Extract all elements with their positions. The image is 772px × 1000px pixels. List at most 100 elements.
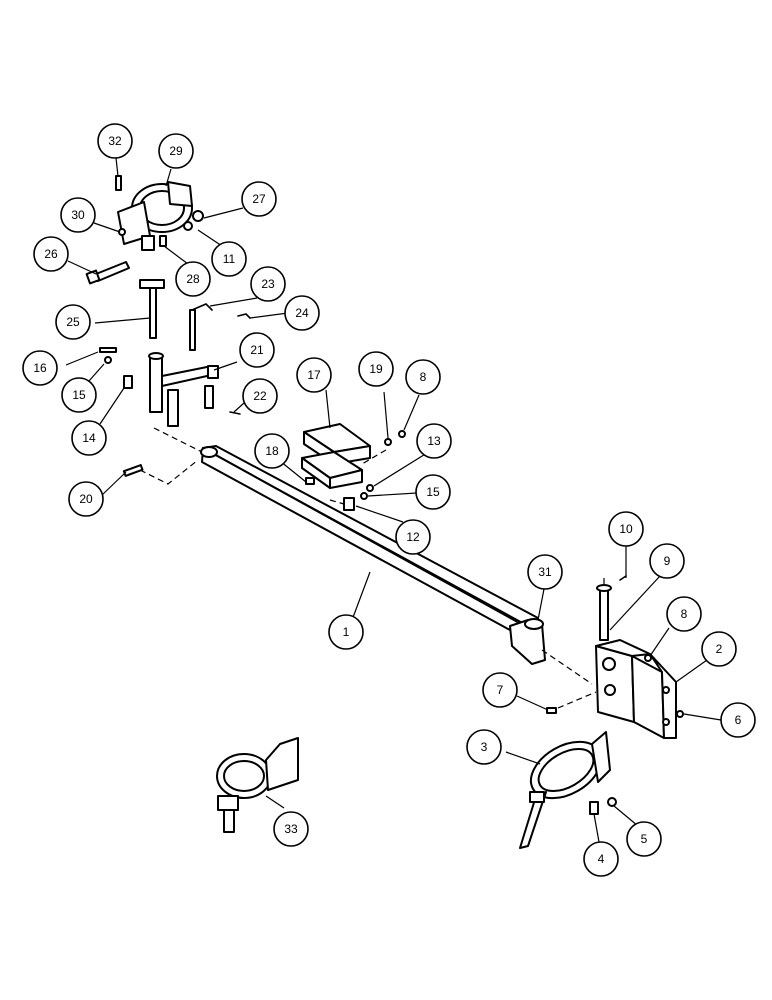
callout-30: 30 bbox=[60, 197, 96, 233]
callout-14: 14 bbox=[71, 420, 107, 456]
callout-26: 26 bbox=[33, 236, 69, 272]
callout-16: 16 bbox=[22, 350, 58, 386]
hardware-nut-27 bbox=[192, 210, 204, 222]
hardware-pin-10 bbox=[619, 575, 627, 581]
callout-22-number: 22 bbox=[253, 389, 267, 403]
callout-31-number: 31 bbox=[538, 565, 552, 579]
hardware-washer-15a bbox=[104, 356, 112, 364]
callout-32-number: 32 bbox=[108, 134, 122, 148]
lever-clamp bbox=[519, 731, 611, 849]
callout-33-number: 33 bbox=[284, 822, 298, 836]
assembly-lines bbox=[139, 427, 605, 709]
callout-10: 10 bbox=[608, 511, 644, 547]
tee-bracket bbox=[148, 352, 219, 427]
callout-31: 31 bbox=[527, 554, 563, 590]
hardware-bolt-4 bbox=[589, 801, 599, 815]
callout-5: 5 bbox=[626, 821, 662, 857]
hardware-tpin-25 bbox=[139, 279, 165, 339]
mounting-bracket bbox=[595, 639, 677, 739]
clamp-assembly bbox=[216, 737, 299, 833]
callout-25: 25 bbox=[55, 304, 91, 340]
callout-5-number: 5 bbox=[641, 832, 648, 846]
callout-19: 19 bbox=[358, 351, 394, 387]
callout-16-number: 16 bbox=[33, 361, 47, 375]
callout-2: 2 bbox=[701, 631, 737, 667]
callout-11: 11 bbox=[211, 241, 247, 277]
callout-26-number: 26 bbox=[44, 247, 58, 261]
callout-12: 12 bbox=[395, 519, 431, 555]
hardware-pin-16 bbox=[99, 347, 117, 353]
callout-15b: 15 bbox=[415, 474, 451, 510]
hardware-washer-5 bbox=[607, 797, 617, 807]
callout-23-number: 23 bbox=[261, 277, 275, 291]
hardware-washer-13 bbox=[366, 484, 374, 492]
leader-lines bbox=[65, 157, 722, 843]
main-tube-arm bbox=[200, 445, 546, 665]
callout-6-number: 6 bbox=[735, 713, 742, 727]
callout-13-number: 13 bbox=[427, 434, 441, 448]
callout-7: 7 bbox=[482, 672, 518, 708]
callout-15a: 15 bbox=[61, 377, 97, 413]
hardware-washer-15b bbox=[360, 492, 368, 500]
hardware-bolt-7 bbox=[546, 707, 557, 714]
hardware-pin-20 bbox=[122, 464, 144, 477]
hardware-washer-11 bbox=[183, 221, 193, 231]
callout-8b-number: 8 bbox=[681, 607, 688, 621]
callout-6: 6 bbox=[720, 702, 756, 738]
callout-15a-number: 15 bbox=[72, 388, 86, 402]
callout-4: 4 bbox=[583, 841, 619, 877]
hardware-clip-14 bbox=[123, 375, 133, 389]
hardware-bolt-9-head bbox=[596, 584, 612, 592]
upper-clamp-body bbox=[117, 181, 193, 251]
callout-10-number: 10 bbox=[619, 522, 633, 536]
callout-13: 13 bbox=[416, 423, 452, 459]
callout-17-number: 17 bbox=[307, 368, 321, 382]
callout-17: 17 bbox=[296, 357, 332, 393]
hardware-nut-19 bbox=[384, 438, 392, 446]
callout-2-number: 2 bbox=[716, 642, 723, 656]
callout-28: 28 bbox=[175, 261, 211, 297]
callout-24: 24 bbox=[284, 295, 320, 331]
callout-9: 9 bbox=[649, 543, 685, 579]
lower-plate bbox=[301, 451, 363, 511]
callout-8b: 8 bbox=[666, 596, 702, 632]
callout-25-number: 25 bbox=[66, 315, 80, 329]
callout-27: 27 bbox=[241, 181, 277, 217]
hardware-nut-8a bbox=[398, 430, 406, 438]
callout-21: 21 bbox=[239, 332, 275, 368]
callout-8a-number: 8 bbox=[420, 370, 427, 384]
hardware-nut-6 bbox=[676, 710, 684, 718]
callout-27-number: 27 bbox=[252, 192, 266, 206]
callout-23: 23 bbox=[250, 266, 286, 302]
callout-9-number: 9 bbox=[664, 554, 671, 568]
callout-28-number: 28 bbox=[186, 272, 200, 286]
callout-20-number: 20 bbox=[79, 492, 93, 506]
callout-12-number: 12 bbox=[406, 530, 420, 544]
callout-18-number: 18 bbox=[265, 444, 279, 458]
callout-33: 33 bbox=[273, 811, 309, 847]
callout-7-number: 7 bbox=[497, 683, 504, 697]
callout-11-number: 11 bbox=[223, 252, 236, 266]
callout-24-number: 24 bbox=[295, 306, 309, 320]
callout-30-number: 30 bbox=[71, 208, 85, 222]
callout-4-number: 4 bbox=[598, 852, 605, 866]
hardware-lpin-23 bbox=[189, 303, 213, 351]
callout-21-number: 21 bbox=[250, 343, 264, 357]
callout-29: 29 bbox=[158, 133, 194, 169]
callout-14-number: 14 bbox=[82, 431, 96, 445]
hardware-bolt-32 bbox=[115, 175, 122, 191]
callout-32: 32 bbox=[97, 123, 133, 159]
callout-20: 20 bbox=[68, 481, 104, 517]
hardware-nut-8b bbox=[644, 654, 652, 662]
callout-1: 1 bbox=[328, 614, 364, 650]
hardware-bolt-26 bbox=[85, 261, 130, 285]
hardware-bolt-28 bbox=[159, 235, 167, 247]
callout-1-number: 1 bbox=[343, 625, 350, 639]
hardware-bolt-18 bbox=[305, 477, 315, 485]
hardware-pin-22 bbox=[229, 411, 241, 415]
hardware-clip-24 bbox=[237, 313, 251, 319]
callout-19-number: 19 bbox=[369, 362, 383, 376]
hardware-bolt-9 bbox=[599, 587, 609, 641]
callout-18: 18 bbox=[254, 433, 290, 469]
